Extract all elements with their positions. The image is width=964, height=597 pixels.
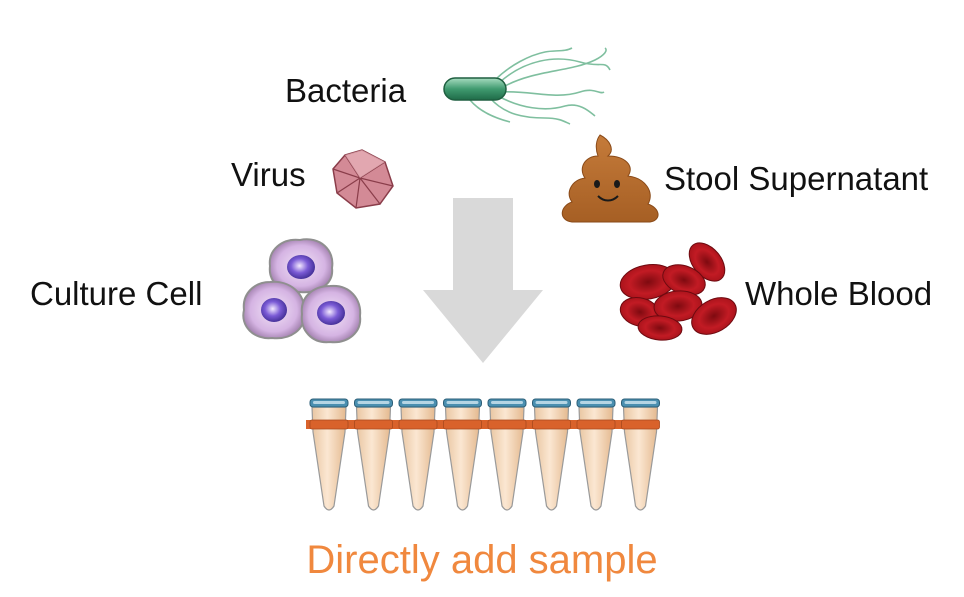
- caption: Directly add sample: [306, 538, 658, 582]
- pcr-tube: [309, 398, 349, 511]
- bacteria-icon: [443, 47, 611, 125]
- culture-cell-icon: [242, 238, 362, 344]
- culture-cell-label: Culture Cell: [30, 275, 203, 312]
- stool-supernatant-label: Stool Supernatant: [664, 160, 929, 197]
- virus-label: Virus: [231, 156, 306, 193]
- pcr-tube: [532, 398, 571, 511]
- stool-icon: [561, 134, 659, 223]
- pcr-tube: [621, 398, 660, 511]
- pcr-tube: [576, 398, 616, 511]
- pcr-tube: [487, 398, 527, 511]
- whole-blood-icon: [619, 242, 737, 341]
- down-arrow-icon: [423, 198, 543, 363]
- pcr-tube: [443, 398, 482, 511]
- pcr-tube: [354, 398, 393, 511]
- pcr-tube: [398, 398, 438, 511]
- whole-blood-label: Whole Blood: [745, 275, 933, 312]
- pcr-tube-strip: [306, 398, 660, 511]
- bacteria-label: Bacteria: [285, 72, 407, 109]
- tube-connector-band: [306, 420, 658, 429]
- virus-icon: [332, 149, 394, 209]
